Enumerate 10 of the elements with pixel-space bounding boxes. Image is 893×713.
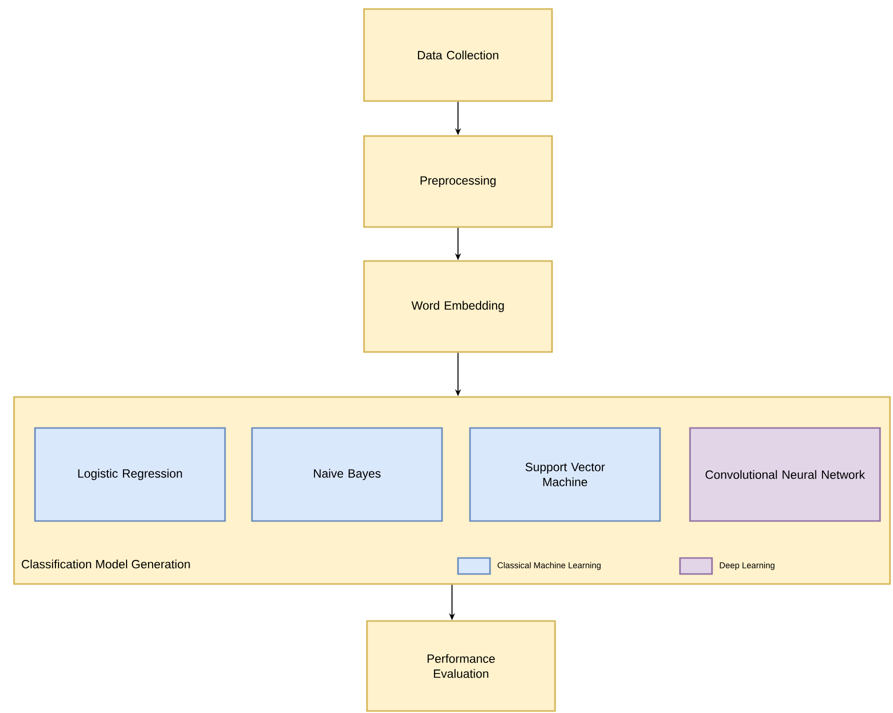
legend-label: Classical Machine Learning	[498, 562, 601, 570]
process-box: Logistic Regression	[34, 427, 226, 522]
process-box: Word Embedding	[363, 260, 553, 353]
process-box: Performance Evaluation	[366, 620, 556, 712]
process-box: Preprocessing	[363, 135, 553, 228]
legend-label: Deep Learning	[720, 562, 774, 570]
process-box: Convolutional Neural Network	[689, 427, 881, 522]
process-box: Naive Bayes	[251, 427, 443, 522]
process-box: Support Vector Machine	[469, 427, 661, 522]
process-box: Data Collection	[363, 8, 553, 102]
